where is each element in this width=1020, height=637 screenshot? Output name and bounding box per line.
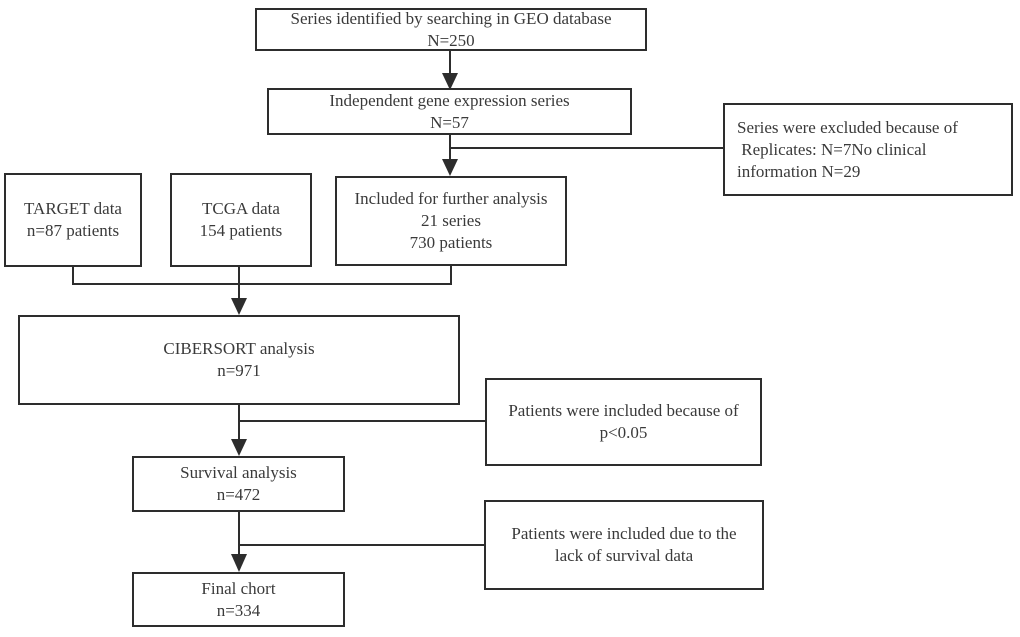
node-geo-line-2: N=250	[427, 30, 475, 50]
node-series-excluded: Series were excluded because of Replicat…	[723, 103, 1013, 196]
node-lack-line-2: lack of survival data	[554, 546, 694, 565]
node-final-cohort: Final chort n=334	[132, 572, 345, 627]
arrowhead-survival	[231, 439, 247, 456]
node-survival-analysis: Survival analysis n=472	[132, 456, 345, 512]
node-p005-line-1: Patients were included because of	[508, 401, 739, 420]
node-cibersort-line-1: CIBERSORT analysis	[163, 339, 315, 358]
node-lack-survival-data: Patients were included due to the lack o…	[484, 500, 764, 590]
node-independent-line-1: Independent gene expression series	[329, 90, 570, 110]
arrowhead-final	[231, 554, 247, 572]
node-target-data: TARGET data n=87 patients	[4, 173, 142, 267]
node-tcga-line-1: TCGA data	[202, 199, 280, 218]
node-included-p005: Patients were included because of p<0.05	[485, 378, 762, 466]
node-cibersort-line-2: n=971	[217, 361, 261, 380]
node-final-line-1: Final chort	[201, 578, 276, 598]
node-geo-search: Series identified by searching in GEO da…	[255, 8, 647, 51]
node-excluded-line-2: Replicates: N=7No clinical	[737, 139, 927, 159]
node-included-analysis: Included for further analysis 21 series …	[335, 176, 567, 266]
node-tcga-line-2: 154 patients	[199, 221, 283, 240]
node-final-line-2: n=334	[216, 600, 261, 620]
node-tcga-data: TCGA data 154 patients	[170, 173, 312, 267]
node-target-line-1: TARGET data	[24, 199, 122, 218]
arrowhead-included	[442, 159, 458, 176]
node-excluded-line-3: information N=29	[737, 161, 861, 181]
node-included-line-3: 730 patients	[409, 233, 493, 252]
node-included-line-1: Included for further analysis	[354, 189, 548, 208]
node-lack-line-1: Patients were included due to the	[511, 524, 737, 543]
arrowhead-independent	[442, 73, 458, 90]
node-p005-line-2: p<0.05	[599, 423, 648, 442]
node-survival-line-1: Survival analysis	[180, 463, 297, 482]
node-cibersort-analysis: CIBERSORT analysis n=971	[18, 315, 460, 405]
node-target-line-2: n=87 patients	[26, 221, 120, 240]
node-survival-line-2: n=472	[216, 485, 261, 504]
arrowhead-cibersort	[231, 298, 247, 315]
node-independent-line-2: N=57	[430, 112, 469, 132]
node-excluded-line-1: Series were excluded because of	[737, 117, 958, 137]
node-independent-series: Independent gene expression series N=57	[267, 88, 632, 135]
node-included-line-2: 21 series	[421, 211, 481, 230]
node-geo-line-1: Series identified by searching in GEO da…	[290, 8, 612, 28]
